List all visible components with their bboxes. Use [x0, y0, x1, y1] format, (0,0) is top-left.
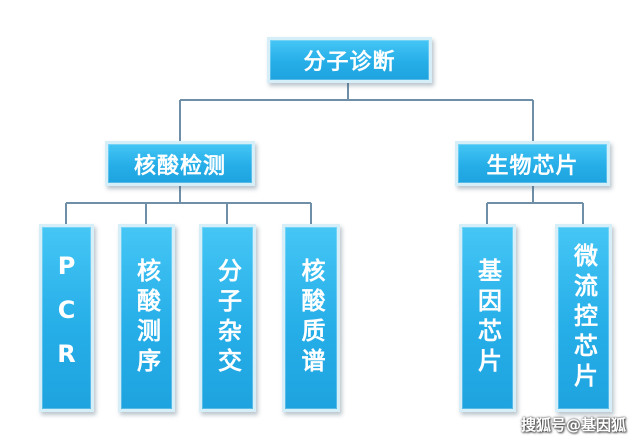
leaf-node-label: 核酸质谱 — [297, 258, 325, 378]
leaf-node-sequencing: 核酸测序 — [118, 224, 175, 412]
leaf-node-microfluidic-chip: 微流控芯片 — [555, 224, 612, 412]
leaf-node-label: PCR — [52, 252, 81, 384]
branch-node-label: 核酸检测 — [133, 153, 226, 179]
branch-node-nucleic-detection: 核酸检测 — [105, 141, 255, 186]
leaf-node-label: 基因芯片 — [473, 258, 502, 378]
branch-node-label: 生物芯片 — [486, 153, 579, 179]
leaf-node-label: 核酸测序 — [132, 258, 161, 378]
watermark-text: 搜狐号@基因狐 — [520, 416, 626, 434]
leaf-node-label: 分子杂交 — [213, 258, 242, 378]
leaf-node-mass-spec: 核酸质谱 — [282, 224, 340, 412]
leaf-node-gene-chip: 基因芯片 — [459, 224, 516, 412]
branch-node-biochip: 生物芯片 — [455, 141, 610, 186]
root-node: 分子诊断 — [267, 37, 432, 83]
root-node-label: 分子诊断 — [303, 50, 396, 75]
leaf-node-label: 微流控芯片 — [569, 243, 598, 393]
leaf-node-pcr: PCR — [39, 224, 94, 412]
leaf-node-hybridization: 分子杂交 — [199, 224, 256, 412]
